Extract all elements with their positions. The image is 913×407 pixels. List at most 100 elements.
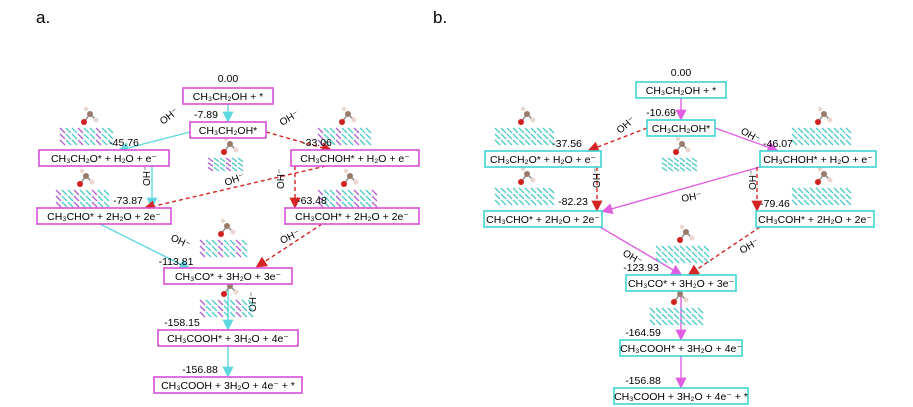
intermediate-node-b4: CH₃CHO* + 2H₂O + 2e⁻ — [483, 210, 603, 228]
adsorbate-a-ethanol-ads — [221, 136, 239, 155]
node-box — [483, 210, 603, 228]
node-box — [755, 210, 875, 228]
adsorbate-b-acetaldehyde — [518, 166, 536, 185]
hydroxide-label: OH⁻ — [276, 169, 287, 189]
energy-value: -156.88 — [182, 364, 218, 376]
adsorbate-a-acetaldehyde — [77, 168, 95, 187]
node-box — [38, 149, 170, 167]
species-label: CH₃CHOH* + H₂O + e⁻ — [300, 153, 410, 165]
node-box — [182, 87, 274, 105]
energy-value: 0.00 — [218, 73, 239, 85]
species-label: CH₃COH* + 2H₂O + 2e⁻ — [295, 211, 409, 223]
node-box — [635, 81, 727, 99]
species-label: CH₃CHO* + 2H₂O + 2e⁻ — [486, 214, 600, 226]
pathway-arrow-b3-b4 — [601, 166, 761, 215]
pathway-arrow-b1-b2 — [587, 127, 648, 153]
intermediate-node-a7: CH₃COOH* + 3H₂O + 4e⁻ — [157, 329, 299, 347]
energy-value: -10.69 — [646, 107, 676, 119]
species-label: CH₃CHOH* + H₂O + e⁻ — [763, 154, 873, 166]
pathway-arrow-a5-a6 — [255, 223, 323, 268]
energy-value: -45.76 — [109, 137, 139, 149]
hydroxide-label: OH⁻ — [169, 233, 192, 252]
energy-value: -156.88 — [625, 375, 661, 387]
pathway-arrow-b1-b3 — [714, 127, 779, 153]
intermediate-node-a2: CH₃CH₂O* + H₂O + e⁻ — [38, 149, 170, 167]
intermediate-node-b2: CH₃CH₂O* + H₂O + e⁻ — [484, 150, 602, 168]
slab-a-acetyl — [199, 239, 248, 258]
node-box — [625, 274, 737, 292]
energy-value: -158.15 — [164, 317, 200, 329]
intermediate-node-a6: CH₃CO* + 3H₂O + 3e⁻ — [163, 267, 293, 285]
pathway-arrow-b4-b6 — [599, 226, 683, 276]
node-box — [157, 329, 299, 347]
intermediate-node-b0: CH₃CH₂OH + * — [635, 81, 727, 99]
slab-b-acetic-acid — [649, 307, 704, 326]
hydroxide-label: OH⁻ — [248, 292, 259, 312]
slab-a-ethanol-ads — [207, 157, 244, 172]
intermediate-node-a3: CH₃CHOH* + H₂O + e⁻ — [290, 149, 420, 167]
intermediate-node-a8: CH₃COOH + 3H₂O + 4e⁻ + * — [153, 376, 303, 394]
hydroxide-label: OH⁻ — [592, 168, 603, 188]
energy-value: -37.56 — [552, 138, 582, 150]
slab-b-hydroxyvinyl — [791, 187, 852, 206]
slab-a-acetic-acid — [199, 299, 254, 318]
species-label: CH₃COOH + 3H₂O + 4e⁻ + * — [614, 391, 748, 403]
slab-a-hydroxyethyl — [317, 127, 372, 146]
intermediate-node-b8: CH₃COOH + 3H₂O + 4e⁻ + * — [613, 387, 749, 405]
adsorbate-a-acetic-acid — [221, 278, 239, 297]
slab-b-acetyl — [655, 245, 710, 264]
intermediate-node-a5: CH₃COH* + 2H₂O + 2e⁻ — [284, 207, 420, 225]
hydroxide-label: OH⁻ — [278, 109, 301, 129]
pathway-arrow-b5-b6 — [687, 226, 761, 276]
adsorbate-a-acetyl — [218, 218, 236, 237]
adsorbate-a-hydroxyethyl — [339, 106, 357, 125]
node-box — [290, 149, 420, 167]
pathway-arrow-a3-a4 — [143, 165, 327, 212]
intermediate-node-a0: CH₃CH₂OH + * — [182, 87, 274, 105]
species-label: CH₃CO* + 3H₂O + 3e⁻ — [175, 271, 282, 283]
node-box — [759, 150, 877, 168]
species-label: CH₃CH₂O* + H₂O + e⁻ — [51, 153, 158, 165]
adsorbate-b-acetyl — [677, 224, 695, 243]
adsorbate-a-ethoxy — [81, 106, 99, 125]
species-label: CH₃COOH* + 3H₂O + 4e⁻ — [167, 333, 289, 345]
node-box — [484, 150, 602, 168]
intermediate-node-b5: CH₃COH* + 2H₂O + 2e⁻ — [755, 210, 875, 228]
panel-b-label: b. — [433, 8, 448, 27]
species-label: CH₃CH₂OH + * — [193, 91, 264, 103]
intermediate-node-b3: CH₃CHOH* + H₂O + e⁻ — [759, 150, 877, 168]
adsorbate-b-hydroxyethyl — [815, 106, 833, 125]
species-label: CH₃CH₂OH + * — [646, 85, 717, 97]
node-box — [284, 207, 420, 225]
energy-value: -7.89 — [194, 109, 218, 121]
hydroxide-label: OH⁻ — [223, 172, 246, 189]
node-box — [153, 376, 303, 394]
slab-b-acetaldehyde — [494, 187, 555, 206]
slab-a-hydroxyvinyl — [317, 189, 378, 208]
slab-b-ethanol-ads — [661, 157, 698, 172]
node-box — [163, 267, 293, 285]
energy-value: -164.59 — [625, 327, 661, 339]
energy-value: -33.06 — [302, 137, 332, 149]
node-box — [613, 387, 749, 405]
pathway-arrow-a1-a2 — [117, 131, 191, 154]
intermediate-node-a4: CH₃CHO* + 2H₂O + 2e⁻ — [36, 207, 172, 225]
node-box — [36, 207, 172, 225]
energy-value: -123.93 — [623, 262, 659, 274]
pathway-arrow-a4-a6 — [99, 223, 191, 270]
energy-value: 0.00 — [671, 67, 692, 79]
slab-a-ethoxy — [59, 127, 114, 146]
hydroxide-label: OH⁻ — [681, 191, 703, 205]
species-label: CH₃COH* + 2H₂O + 2e⁻ — [758, 214, 872, 226]
species-label: CH₃CHO* + 2H₂O + 2e⁻ — [47, 211, 161, 223]
hydroxide-label: OH⁻ — [279, 228, 302, 247]
hydroxide-label: OH⁻ — [142, 166, 153, 186]
hydroxide-label: OH⁻ — [615, 115, 638, 136]
species-label: CH₃CO* + 3H₂O + 3e⁻ — [628, 278, 735, 290]
species-label: CH₃CH₂OH* — [652, 123, 711, 135]
energy-value: -113.81 — [159, 256, 194, 268]
energy-value: -46.07 — [763, 138, 793, 150]
hydroxide-label: OH⁻ — [748, 170, 759, 190]
node-box — [646, 119, 716, 137]
